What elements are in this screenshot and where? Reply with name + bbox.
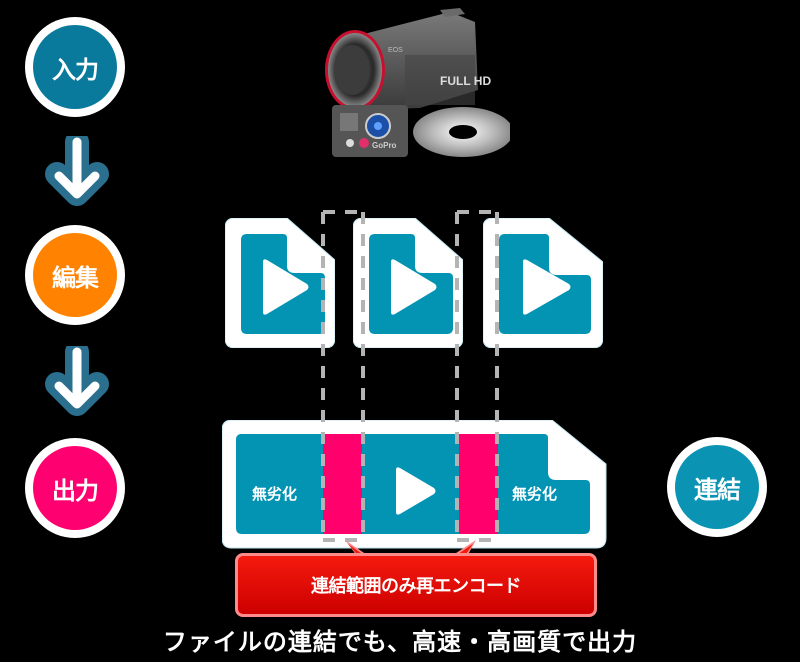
disc-icon [413,107,510,157]
step-input-label: 入力 [52,55,99,84]
footer-caption: ファイルの連結でも、高速・高画質で出力 [162,628,638,656]
step-output-circle: 出力 [33,446,117,530]
step-input: 入力 [25,17,125,117]
step-edit-label: 編集 [52,263,99,292]
reencode-segment-1 [323,434,362,534]
reencode-callout: 連結範囲のみ再エンコード [235,553,597,617]
svg-text:GoPro: GoPro [372,141,397,150]
join-badge-label: 連結 [694,475,741,504]
input-video-file-2 [353,218,463,348]
lossless-label-right: 無劣化 [512,485,558,503]
step-edit: 編集 [25,225,125,325]
source-devices-illustration: FULL HD EOS GoPro [325,8,510,157]
video-camera-icon: FULL HD EOS [325,8,491,110]
gopro-icon: GoPro [332,105,408,157]
join-badge: 連結 [667,437,767,537]
reencode-callout-label: 連結範囲のみ再エンコード [311,576,522,597]
svg-text:FULL HD: FULL HD [440,74,491,88]
join-badge-circle: 連結 [675,445,759,529]
svg-text:EOS: EOS [388,47,403,54]
input-video-file-3 [483,218,603,348]
reencode-segment-2 [459,434,498,534]
step-output-label: 出力 [52,476,99,505]
down-arrow-icon [45,136,109,206]
step-edit-circle: 編集 [33,233,117,317]
step-output: 出力 [25,438,125,538]
step-input-circle: 入力 [33,25,117,109]
down-arrow-icon [45,346,109,416]
lossless-label-left: 無劣化 [252,485,298,503]
input-video-file-1 [225,218,335,348]
